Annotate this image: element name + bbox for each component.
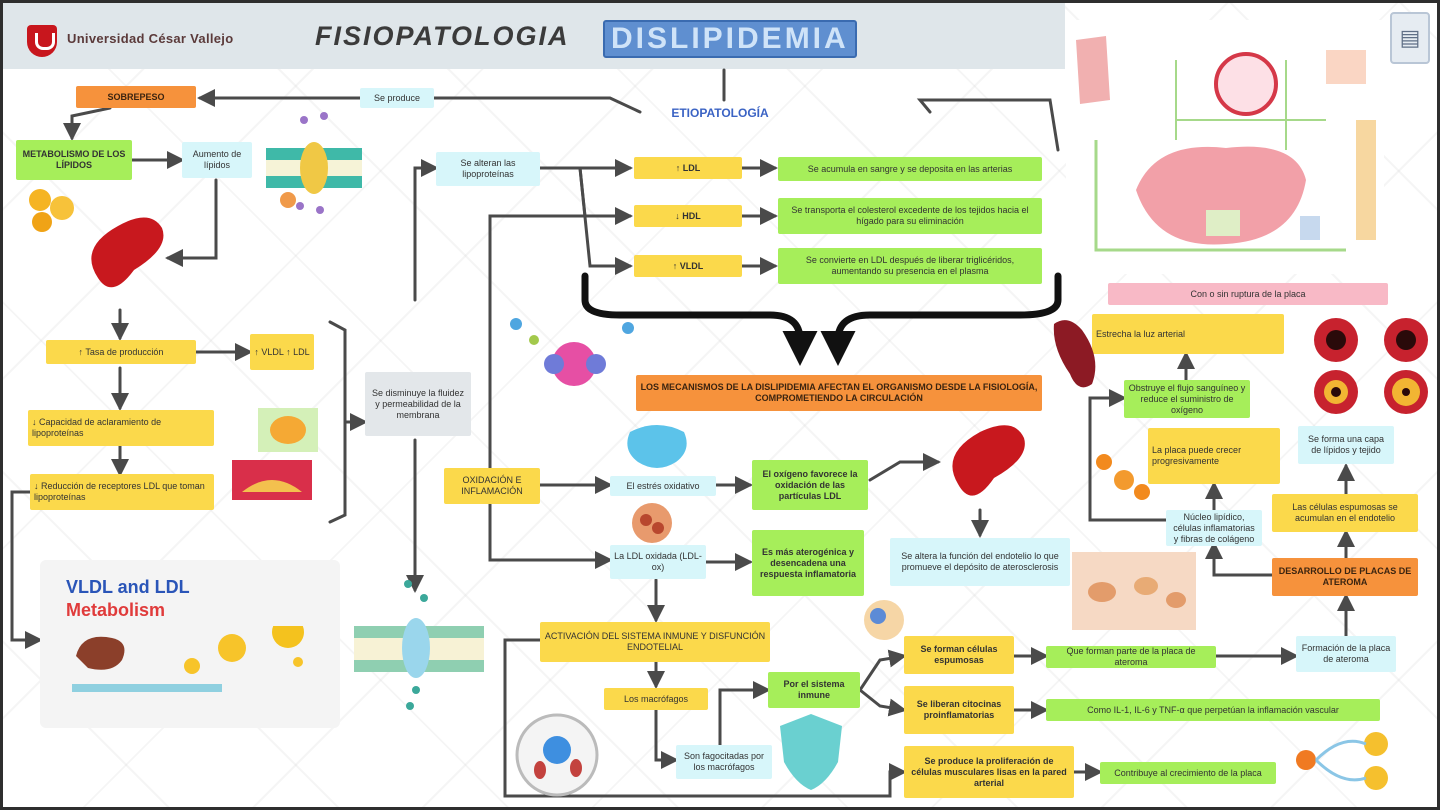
cell-icon-illustration: [864, 600, 904, 640]
node-produces: Se produce: [360, 88, 434, 108]
liver-illustration-2: [952, 425, 1025, 496]
node-vldl-up: ↑ VLDL: [634, 255, 742, 277]
node-macrophages: Los macrófagos: [604, 688, 708, 710]
node-smooth-muscle: Se produce la proliferación de células m…: [904, 746, 1074, 798]
node-oxidation-inflammation: OXIDACIÓN E INFLAMACIÓN: [444, 468, 540, 504]
book-icon: ▤: [1390, 12, 1430, 64]
node-narrows-lumen: Estrecha la luz arterial: [1092, 314, 1284, 354]
node-hdl-down: ↓ HDL: [634, 205, 742, 227]
node-atherogenic: Es más aterogénica y desencadena una res…: [752, 530, 864, 596]
node-lipid-core: Núcleo lipídico, células inflamatorias y…: [1166, 510, 1262, 546]
node-plaque-grows: La placa puede crecer progresivamente: [1148, 428, 1280, 484]
node-phagocytosed: Son fagocitadas por los macrófagos: [676, 745, 772, 779]
macrophage-illustration: [515, 713, 599, 797]
page-subtitle: DISLIPIDEMIA: [603, 20, 857, 58]
node-oxidized-ldl: La LDL oxidada (LDL-ox): [610, 545, 706, 579]
node-main-mechanisms: LOS MECANISMOS DE LA DISLIPIDEMIA AFECTA…: [636, 375, 1042, 411]
node-etiopathology: ETIOPATOLOGÍA: [671, 105, 769, 120]
lipid-metabolism-diagram: [1066, 20, 1384, 274]
node-oxygen-ldl-oxidation: El oxígeno favorece la oxidación de las …: [752, 460, 868, 510]
oxidized-ldl-illustration: [632, 503, 672, 543]
vldl-metabolism-illustration: [72, 626, 304, 692]
node-plaque-growth: Contribuye al crecimiento de la placa: [1100, 762, 1276, 784]
node-rupture: Con o sin ruptura de la placa: [1108, 283, 1388, 305]
node-il-tnf: Como IL-1, IL-6 y TNF-α que perpetúan la…: [1046, 699, 1380, 721]
node-overweight: SOBREPESO: [76, 86, 196, 108]
cytokines-illustration: [1296, 732, 1388, 790]
node-ldl-receptors: ↓ Reducción de receptores LDL que toman …: [30, 474, 214, 510]
vldl-card-title: VLDL and LDL: [66, 577, 190, 597]
header-bar: Universidad César Vallejo FISIOPATOLOGIA…: [3, 3, 1065, 69]
node-vldl-effect: Se convierte en LDL después de liberar t…: [778, 248, 1042, 284]
node-cytokines: Se liberan citocinas proinflamatorias: [904, 686, 1014, 734]
node-production-rate: ↑ Tasa de producción: [46, 340, 196, 364]
node-clearance-capacity: ↓ Capacidad de aclaramiento de lipoprote…: [28, 410, 214, 446]
page-title: FISIOPATOLOGIA: [315, 21, 570, 51]
immune-shield-illustration: [780, 714, 842, 790]
node-atheroma-part: Que forman parte de la placa de ateroma: [1046, 646, 1216, 668]
node-plaque-formation: Formación de la placa de ateroma: [1296, 636, 1396, 672]
node-lipid-metabolism: METABOLISMO DE LOS LÍPIDOS: [16, 140, 132, 180]
plaque-histology-illustration: [1072, 552, 1196, 630]
node-lipid-increase: Aumento de lípidos: [182, 142, 252, 178]
node-lipid-layer: Se forma una capa de lípidos y tejido: [1298, 426, 1394, 464]
membrane-channel-illustration: [354, 580, 484, 710]
node-immune-activation: ACTIVACIÓN DEL SISTEMA INMUNE Y DISFUNCI…: [540, 622, 770, 662]
node-ldl-up: ↑ LDL: [634, 157, 742, 179]
node-foam-accumulate: Las células espumosas se acumulan en el …: [1272, 494, 1418, 532]
liver-illustration: [91, 217, 164, 288]
node-immune-system: Por el sistema inmune: [768, 672, 860, 708]
artery-section-illustration: [232, 408, 318, 500]
vldl-card-subtitle: Metabolism: [66, 600, 166, 620]
node-endothelium-altered: Se altera la función del endotelio lo qu…: [890, 538, 1070, 586]
node-ldl-effect: Se acumula en sangre y se deposita en la…: [778, 157, 1042, 181]
blood-vessel-illustration: [1053, 320, 1096, 388]
node-vldl-ldl: ↑ VLDL ↑ LDL: [250, 334, 314, 370]
membrane-transporter-illustration: [266, 112, 362, 214]
node-obstruct-flow: Obstruye el flujo sanguíneo y reduce el …: [1124, 380, 1250, 418]
receptor-complex-illustration: [510, 318, 634, 386]
node-hdl-effect: Se transporta el colesterol excedente de…: [778, 198, 1042, 234]
node-oxidative-stress: El estrés oxidativo: [610, 476, 716, 496]
university-logo-icon: [27, 25, 57, 57]
university-name: Universidad César Vallejo: [67, 31, 234, 46]
artery-cross-sections-illustration: [1314, 318, 1428, 414]
node-lipoproteins-altered: Se alteran las lipoproteínas: [436, 152, 540, 186]
node-atheroma-development: DESARROLLO DE PLACAS DE ATEROMA: [1272, 558, 1418, 596]
oxidative-stress-illustration: [627, 425, 687, 468]
node-foam-cells: Se forman células espumosas: [904, 636, 1014, 674]
lipid-droplets-illustration: [1096, 454, 1150, 500]
node-membrane-fluidity: Se disminuye la fluidez y permeabilidad …: [365, 372, 471, 436]
fat-cells-illustration: [29, 189, 74, 232]
